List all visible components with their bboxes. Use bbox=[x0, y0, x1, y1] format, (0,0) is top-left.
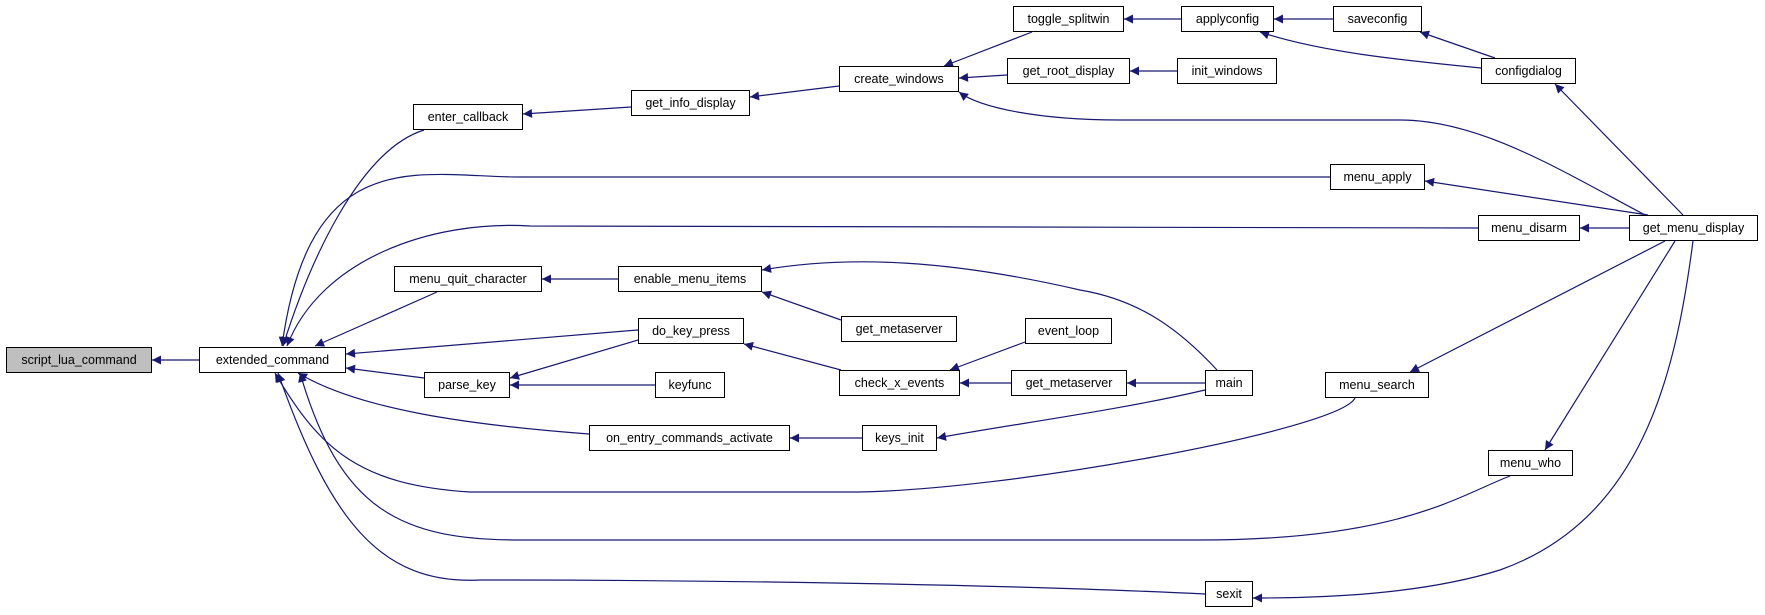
node-on-entry-commands-activate[interactable]: on_entry_commands_activate bbox=[589, 425, 790, 451]
node-get-metaserver[interactable]: get_metaserver bbox=[1011, 370, 1127, 396]
edge-menu-search-extended-command bbox=[274, 372, 1356, 493]
edge-get-root-display-create-windows bbox=[958, 72, 1008, 82]
node-get-menu-display[interactable]: get_menu_display bbox=[1629, 215, 1758, 241]
node-applyconfig[interactable]: applyconfig bbox=[1181, 6, 1274, 32]
node-init-windows[interactable]: init_windows bbox=[1177, 58, 1277, 84]
edge-get-menu-display-create-windows bbox=[958, 91, 1646, 216]
node-menu-apply[interactable]: menu_apply bbox=[1330, 164, 1425, 190]
edge-sexit-extended-command bbox=[276, 372, 1206, 595]
node-enter-callback[interactable]: enter_callback bbox=[413, 104, 523, 130]
edge-menu-who-extended-command bbox=[298, 372, 1511, 541]
node-menu-search[interactable]: menu_search bbox=[1325, 372, 1429, 398]
edge-get-menu-display-configdialog bbox=[1554, 83, 1684, 216]
edge-get-info-display-enter-callback bbox=[522, 106, 632, 118]
edge-get-menu-display-menu-apply bbox=[1424, 177, 1649, 216]
node-keys-init[interactable]: keys_init bbox=[862, 425, 937, 451]
edge-parse-key-extended-command bbox=[345, 364, 425, 379]
node-get-metaserver[interactable]: get_metaserver bbox=[841, 316, 957, 342]
edge-do-key-press-extended-command bbox=[345, 329, 639, 358]
edge-menu-quit-character-extended-command bbox=[314, 291, 438, 347]
node-get-root-display[interactable]: get_root_display bbox=[1007, 58, 1130, 84]
edge-menu-disarm-extended-command bbox=[286, 224, 1479, 347]
edge-on-entry-extended-command bbox=[297, 372, 590, 435]
node-sexit[interactable]: sexit bbox=[1205, 581, 1253, 607]
node-create-windows[interactable]: create_windows bbox=[839, 66, 959, 92]
node-keyfunc[interactable]: keyfunc bbox=[655, 372, 725, 398]
edge-get-menu-display-sexit bbox=[1252, 240, 1694, 603]
node-menu-quit-character[interactable]: menu_quit_character bbox=[394, 266, 542, 292]
node-parse-key[interactable]: parse_key bbox=[424, 372, 510, 398]
node-event-loop[interactable]: event_loop bbox=[1025, 318, 1112, 344]
node-toggle-splitwin[interactable]: toggle_splitwin bbox=[1013, 6, 1124, 32]
edge-get-menu-display-menu-search bbox=[1409, 240, 1666, 373]
edge-event-loop-check-x-events bbox=[949, 341, 1026, 372]
edge-do-key-press-parse-key bbox=[509, 339, 639, 380]
node-get-info-display[interactable]: get_info_display bbox=[631, 90, 750, 116]
edge-create-windows-get-info-display bbox=[749, 85, 840, 101]
edge-main-enable-menu-items bbox=[761, 261, 1218, 371]
edge-configdialog-saveconfig bbox=[1419, 30, 1496, 59]
edge-get-menu-display-menu-who bbox=[1544, 240, 1676, 451]
edge-enter-callback-extended-command bbox=[281, 129, 425, 347]
edge-check-x-events-do-key-press bbox=[743, 341, 842, 371]
edge-toggle-splitwin-create-windows bbox=[943, 31, 1033, 67]
node-do-key-press[interactable]: do_key_press bbox=[638, 318, 744, 344]
node-main[interactable]: main bbox=[1205, 370, 1253, 396]
edge-configdialog-applyconfig bbox=[1259, 30, 1482, 69]
edge-menu-apply-extended-command bbox=[278, 173, 1330, 347]
node-extended-command[interactable]: extended_command bbox=[199, 347, 346, 373]
node-configdialog[interactable]: configdialog bbox=[1481, 58, 1576, 84]
node-menu-who[interactable]: menu_who bbox=[1488, 450, 1573, 476]
node-menu-disarm[interactable]: menu_disarm bbox=[1478, 215, 1580, 241]
node-check-x-events[interactable]: check_x_events bbox=[839, 370, 960, 396]
node-enable-menu-items[interactable]: enable_menu_items bbox=[618, 266, 762, 292]
node-saveconfig[interactable]: saveconfig bbox=[1333, 6, 1422, 32]
edge-get-metaserver-enable-menu-items bbox=[761, 290, 842, 321]
node-script-lua-command[interactable]: script_lua_command bbox=[6, 347, 152, 373]
edge-main-keys-init bbox=[936, 389, 1206, 441]
